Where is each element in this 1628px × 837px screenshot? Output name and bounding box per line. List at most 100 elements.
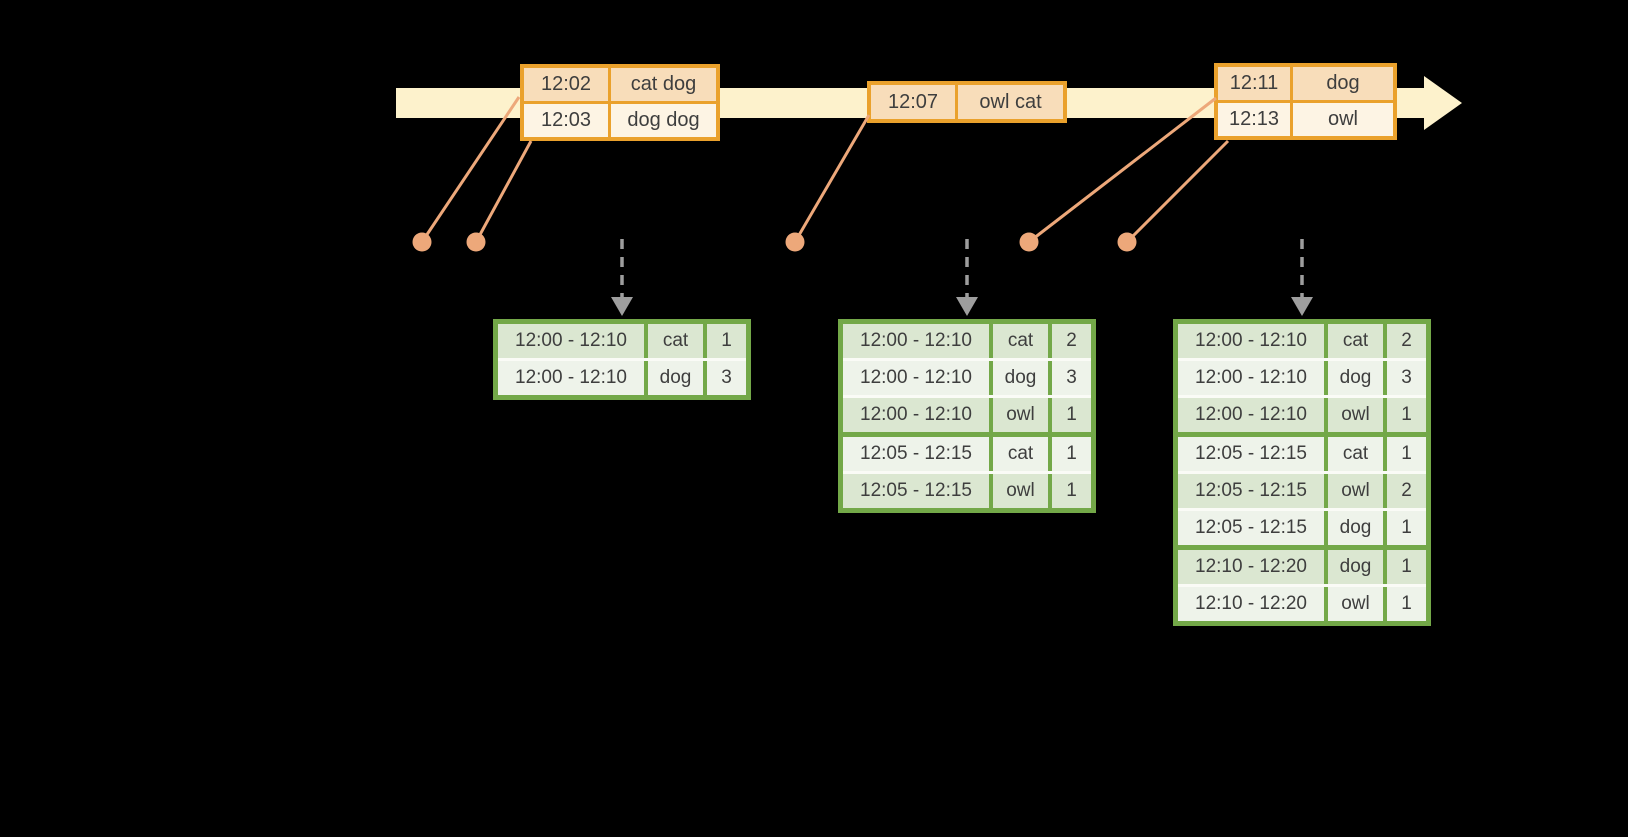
window-cell: 12:10 - 12:20 bbox=[1178, 550, 1324, 584]
connector-line bbox=[420, 96, 521, 243]
word-cell: dog bbox=[1328, 511, 1383, 545]
window-cell: 12:00 - 12:10 bbox=[1178, 398, 1324, 432]
count-cell: 1 bbox=[707, 324, 746, 358]
event-words-cell: owl bbox=[1293, 103, 1393, 136]
window-cell: 12:10 - 12:20 bbox=[1178, 587, 1324, 621]
event-dot bbox=[1117, 232, 1137, 252]
word-cell: owl bbox=[1328, 398, 1383, 432]
table-row: 12:05 - 12:15 dog 1 bbox=[1178, 511, 1426, 545]
word-cell: dog bbox=[1328, 550, 1383, 584]
window-cell: 12:05 - 12:15 bbox=[843, 474, 989, 508]
event-time-cell: 12:07 bbox=[871, 85, 955, 119]
event-dot bbox=[1019, 232, 1039, 252]
window-group: 12:10 - 12:20 dog 1 12:10 - 12:20 owl 1 bbox=[1178, 550, 1426, 621]
count-cell: 2 bbox=[1052, 324, 1091, 358]
window-group: 12:00 - 12:10 cat 1 12:00 - 12:10 dog 3 bbox=[498, 324, 746, 395]
event-words-cell: dog bbox=[1293, 67, 1393, 100]
event-dot bbox=[466, 232, 486, 252]
result-table-1: 12:00 - 12:10 cat 1 12:00 - 12:10 dog 3 bbox=[493, 319, 751, 400]
count-cell: 1 bbox=[1052, 474, 1091, 508]
word-cell: owl bbox=[1328, 587, 1383, 621]
trigger-arrowhead-icon bbox=[1291, 297, 1313, 316]
count-cell: 1 bbox=[1052, 398, 1091, 432]
window-cell: 12:05 - 12:15 bbox=[1178, 511, 1324, 545]
window-cell: 12:00 - 12:10 bbox=[1178, 361, 1324, 395]
word-cell: owl bbox=[993, 398, 1048, 432]
window-cell: 12:00 - 12:10 bbox=[843, 361, 989, 395]
table-row: 12:10 - 12:20 dog 1 bbox=[1178, 550, 1426, 587]
connector-line bbox=[1125, 139, 1230, 244]
event-row: 12:13 owl bbox=[1218, 103, 1393, 136]
event-dot bbox=[785, 232, 805, 252]
event-time-cell: 12:03 bbox=[524, 104, 608, 137]
word-cell: dog bbox=[648, 361, 703, 395]
word-cell: cat bbox=[1328, 324, 1383, 358]
table-row: 12:00 - 12:10 cat 1 bbox=[498, 324, 746, 361]
count-cell: 1 bbox=[1387, 587, 1426, 621]
event-time-cell: 12:02 bbox=[524, 68, 608, 101]
count-cell: 3 bbox=[1387, 361, 1426, 395]
window-group: 12:00 - 12:10 cat 2 12:00 - 12:10 dog 3 … bbox=[1178, 324, 1426, 432]
count-cell: 1 bbox=[1387, 398, 1426, 432]
connector-line bbox=[793, 114, 871, 243]
event-row: 12:11 dog bbox=[1218, 67, 1393, 100]
table-row: 12:00 - 12:10 owl 1 bbox=[1178, 398, 1426, 432]
table-row: 12:00 - 12:10 dog 3 bbox=[843, 361, 1091, 398]
event-words-cell: cat dog bbox=[611, 68, 716, 101]
window-cell: 12:05 - 12:15 bbox=[843, 437, 989, 471]
event-row: 12:02 cat dog bbox=[524, 68, 716, 101]
event-time-cell: 12:13 bbox=[1218, 103, 1290, 136]
table-row: 12:05 - 12:15 owl 2 bbox=[1178, 474, 1426, 511]
window-cell: 12:00 - 12:10 bbox=[498, 361, 644, 395]
window-group: 12:05 - 12:15 cat 1 12:05 - 12:15 owl 1 bbox=[843, 437, 1091, 508]
connector-line bbox=[474, 140, 533, 243]
word-cell: cat bbox=[1328, 437, 1383, 471]
window-cell: 12:00 - 12:10 bbox=[1178, 324, 1324, 358]
count-cell: 3 bbox=[707, 361, 746, 395]
table-row: 12:00 - 12:10 owl 1 bbox=[843, 398, 1091, 432]
table-row: 12:00 - 12:10 cat 2 bbox=[1178, 324, 1426, 361]
window-cell: 12:05 - 12:15 bbox=[1178, 437, 1324, 471]
table-row: 12:10 - 12:20 owl 1 bbox=[1178, 587, 1426, 621]
table-row: 12:00 - 12:10 dog 3 bbox=[1178, 361, 1426, 398]
count-cell: 2 bbox=[1387, 324, 1426, 358]
table-row: 12:05 - 12:15 cat 1 bbox=[843, 437, 1091, 474]
word-cell: cat bbox=[993, 437, 1048, 471]
count-cell: 2 bbox=[1387, 474, 1426, 508]
event-box-1: 12:02 cat dog 12:03 dog dog bbox=[520, 64, 720, 141]
word-cell: owl bbox=[993, 474, 1048, 508]
event-words-cell: owl cat bbox=[958, 85, 1063, 119]
table-row: 12:00 - 12:10 cat 2 bbox=[843, 324, 1091, 361]
table-row: 12:00 - 12:10 dog 3 bbox=[498, 361, 746, 395]
window-cell: 12:00 - 12:10 bbox=[843, 324, 989, 358]
count-cell: 3 bbox=[1052, 361, 1091, 395]
count-cell: 1 bbox=[1052, 437, 1091, 471]
event-row: 12:03 dog dog bbox=[524, 104, 716, 137]
window-cell: 12:05 - 12:15 bbox=[1178, 474, 1324, 508]
trigger-arrowhead-icon bbox=[956, 297, 978, 316]
window-group: 12:00 - 12:10 cat 2 12:00 - 12:10 dog 3 … bbox=[843, 324, 1091, 432]
count-cell: 1 bbox=[1387, 511, 1426, 545]
event-box-3: 12:11 dog 12:13 owl bbox=[1214, 63, 1397, 140]
event-row: 12:07 owl cat bbox=[871, 85, 1063, 119]
word-cell: dog bbox=[1328, 361, 1383, 395]
trigger-arrowhead-icon bbox=[611, 297, 633, 316]
event-words-cell: dog dog bbox=[611, 104, 716, 137]
result-table-2: 12:00 - 12:10 cat 2 12:00 - 12:10 dog 3 … bbox=[838, 319, 1096, 513]
table-row: 12:05 - 12:15 cat 1 bbox=[1178, 437, 1426, 474]
table-row: 12:05 - 12:15 owl 1 bbox=[843, 474, 1091, 508]
word-cell: owl bbox=[1328, 474, 1383, 508]
word-cell: dog bbox=[993, 361, 1048, 395]
result-table-3: 12:00 - 12:10 cat 2 12:00 - 12:10 dog 3 … bbox=[1173, 319, 1431, 626]
count-cell: 1 bbox=[1387, 550, 1426, 584]
count-cell: 1 bbox=[1387, 437, 1426, 471]
word-cell: cat bbox=[648, 324, 703, 358]
window-group: 12:05 - 12:15 cat 1 12:05 - 12:15 owl 2 … bbox=[1178, 437, 1426, 545]
timeline-arrowhead-icon bbox=[1424, 76, 1462, 130]
event-dot bbox=[412, 232, 432, 252]
event-box-2: 12:07 owl cat bbox=[867, 81, 1067, 123]
window-cell: 12:00 - 12:10 bbox=[843, 398, 989, 432]
word-cell: cat bbox=[993, 324, 1048, 358]
event-time-cell: 12:11 bbox=[1218, 67, 1290, 100]
